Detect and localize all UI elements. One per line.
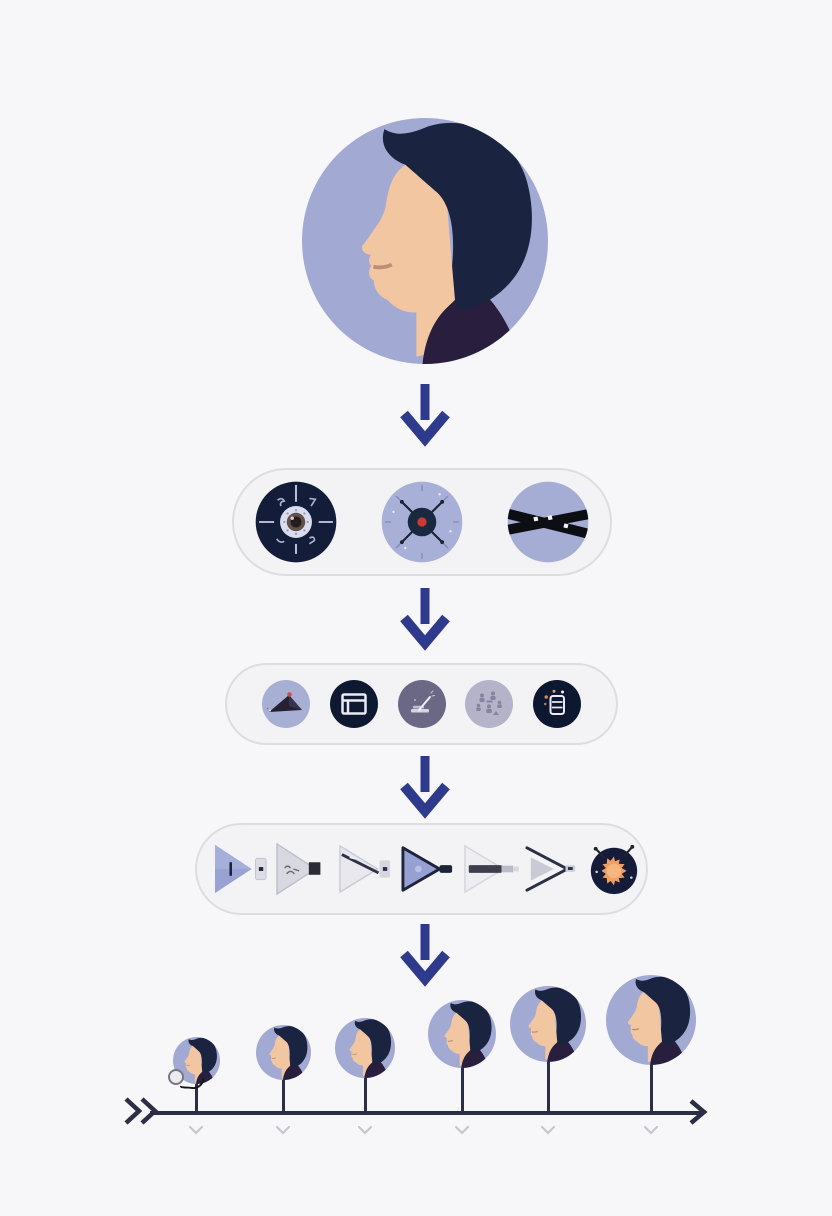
chevron-down-icon bbox=[540, 1122, 556, 1135]
timeline-stem bbox=[194, 1084, 198, 1111]
people-grid-icon bbox=[464, 679, 514, 729]
chevron-down-icon bbox=[643, 1122, 659, 1135]
timeline-stem bbox=[363, 1078, 367, 1111]
timeline-stem bbox=[546, 1062, 550, 1111]
pen-desk-icon bbox=[397, 679, 447, 729]
paper-plane-icon bbox=[261, 679, 311, 729]
timeline-axis bbox=[150, 1111, 702, 1115]
funnel-line-art-icon bbox=[521, 842, 583, 896]
chevron-down-icon bbox=[357, 1122, 373, 1135]
timeline-avatar-stage-6 bbox=[606, 975, 696, 1065]
funnel-solid-periwinkle-icon bbox=[211, 842, 273, 896]
timeline-avatar-stage-3 bbox=[335, 1018, 395, 1078]
funnel-gray-block-icon bbox=[273, 842, 335, 896]
sunburst-badge-icon bbox=[583, 842, 645, 896]
down-arrow-icon bbox=[397, 588, 453, 654]
clock-eye-icon bbox=[254, 480, 338, 564]
stage-pill-3 bbox=[195, 823, 648, 915]
document-stack-icon bbox=[532, 679, 582, 729]
persona-avatar bbox=[302, 118, 548, 364]
timeline-stem bbox=[649, 1065, 653, 1111]
browser-window-icon bbox=[329, 679, 379, 729]
timeline-stem bbox=[460, 1068, 464, 1111]
magnifier-badge-icon bbox=[168, 1069, 184, 1085]
down-arrow-icon bbox=[397, 756, 453, 822]
chevron-down-icon bbox=[188, 1122, 204, 1135]
crossed-bars-icon bbox=[506, 480, 590, 564]
timeline-avatar-stage-4 bbox=[428, 1000, 496, 1068]
stage-pill-2 bbox=[225, 663, 618, 745]
growth-timeline bbox=[120, 965, 720, 1165]
down-arrow-icon bbox=[397, 384, 453, 450]
funnel-dark-outline-icon bbox=[397, 842, 459, 896]
stage-pill-1 bbox=[232, 468, 612, 576]
person-profile-icon bbox=[360, 120, 534, 364]
arrowhead-right-icon bbox=[688, 1098, 708, 1126]
chevron-down-icon bbox=[454, 1122, 470, 1135]
funnel-diagonal-line-icon bbox=[335, 842, 397, 896]
timeline-stem bbox=[281, 1080, 285, 1111]
funnel-horizontal-bar-icon bbox=[459, 842, 521, 896]
chevron-down-icon bbox=[275, 1122, 291, 1135]
timeline-avatar-stage-5 bbox=[510, 986, 586, 1062]
timeline-avatar-stage-2 bbox=[255, 1025, 311, 1080]
compass-target-icon bbox=[380, 480, 464, 564]
